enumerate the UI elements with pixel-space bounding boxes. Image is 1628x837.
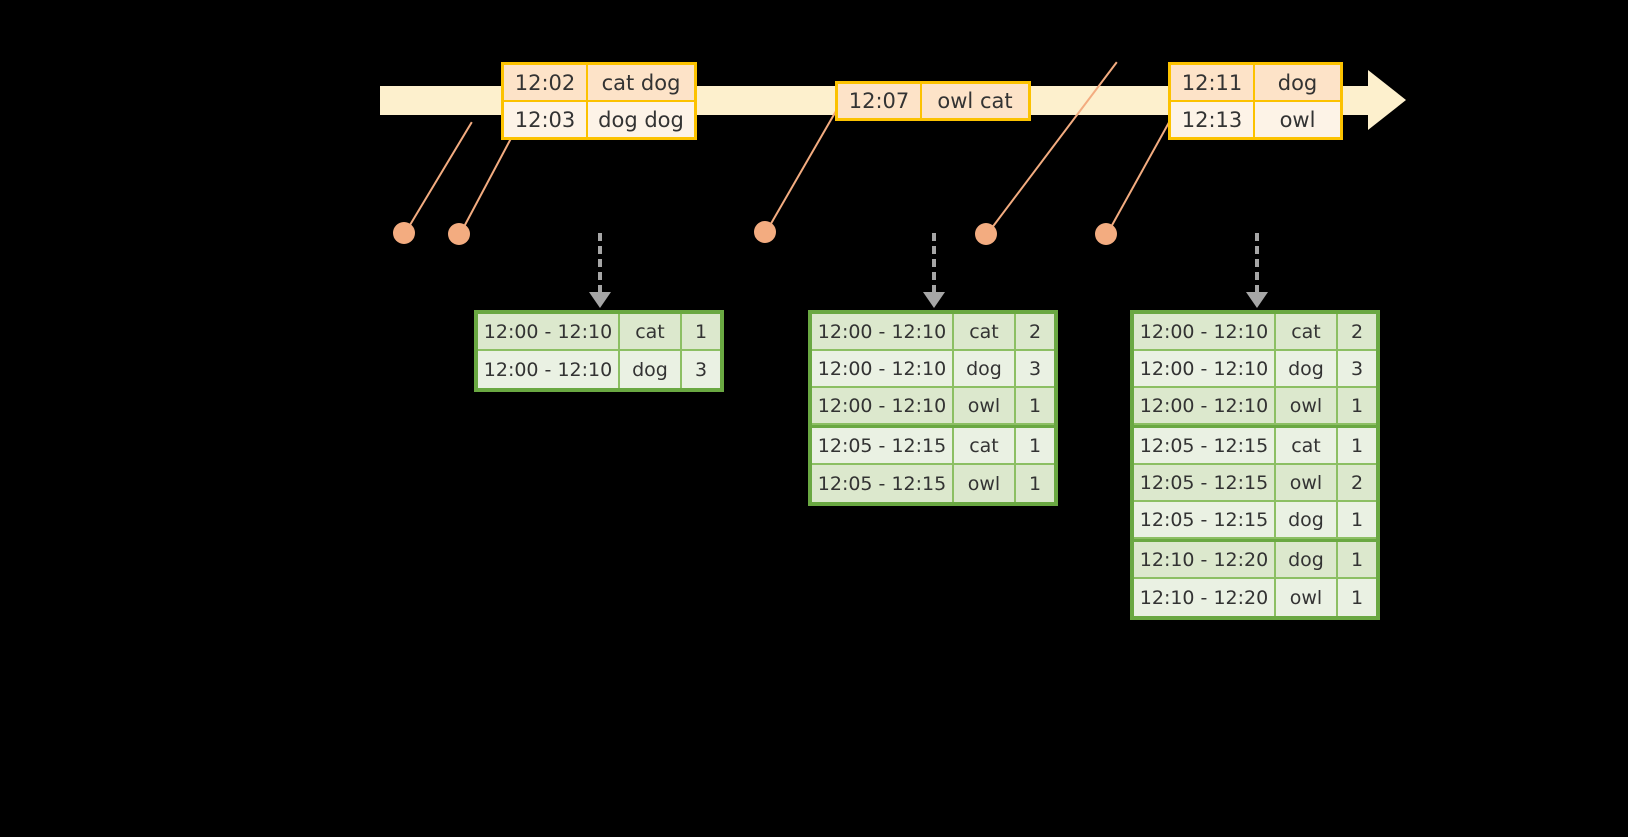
window-cell: 12:00 - 12:10 [1134,388,1276,425]
connector-dot-1 [393,222,415,244]
connector-dot-5 [1095,223,1117,245]
dashed-arrow-3 [1255,233,1259,293]
count-cell: 1 [1016,428,1054,465]
window-cell: 12:00 - 12:10 [478,314,620,351]
event-words: dog [1255,65,1340,100]
result-table-3: 12:00 - 12:10 cat 2 12:00 - 12:10 dog 3 … [1130,310,1380,620]
table-row: 12:05 - 12:15 owl 1 [812,465,1054,502]
event-row: 12:13 owl [1171,100,1340,137]
window-cell: 12:00 - 12:10 [812,351,954,388]
event-words: cat dog [588,65,694,100]
count-cell: 2 [1338,465,1376,502]
count-cell: 1 [1338,579,1376,616]
window-cell: 12:10 - 12:20 [1134,542,1276,579]
event-box-3: 12:11 dog 12:13 owl [1168,62,1343,140]
key-cell: cat [1276,428,1338,465]
window-cell: 12:00 - 12:10 [1134,314,1276,351]
count-cell: 2 [1016,314,1054,351]
table-row: 12:00 - 12:10 cat 2 [1134,314,1376,351]
table-row: 12:05 - 12:15 cat 1 [1134,425,1376,465]
dashed-arrow-head-3 [1246,292,1268,308]
dashed-arrow-head-2 [923,292,945,308]
key-cell: dog [954,351,1016,388]
key-cell: owl [954,465,1016,502]
event-words: dog dog [588,102,694,137]
key-cell: owl [954,388,1016,425]
event-box-2: 12:07 owl cat [835,81,1031,121]
event-row: 12:11 dog [1171,65,1340,100]
timeline-arrowhead-icon [1368,70,1406,130]
window-cell: 12:05 - 12:15 [1134,428,1276,465]
window-cell: 12:00 - 12:10 [812,314,954,351]
event-row: 12:02 cat dog [504,65,694,100]
count-cell: 1 [682,314,720,351]
connector-line-1 [404,121,473,235]
result-table-2: 12:00 - 12:10 cat 2 12:00 - 12:10 dog 3 … [808,310,1058,506]
window-cell: 12:05 - 12:15 [1134,502,1276,539]
count-cell: 3 [682,351,720,388]
event-row: 12:07 owl cat [838,84,1028,118]
key-cell: cat [954,314,1016,351]
table-row: 12:05 - 12:15 owl 2 [1134,465,1376,502]
key-cell: cat [954,428,1016,465]
window-cell: 12:00 - 12:10 [478,351,620,388]
window-cell: 12:10 - 12:20 [1134,579,1276,616]
key-cell: dog [1276,502,1338,539]
dashed-arrow-head-1 [589,292,611,308]
count-cell: 1 [1338,428,1376,465]
count-cell: 1 [1016,465,1054,502]
table-row: 12:00 - 12:10 dog 3 [812,351,1054,388]
table-row: 12:00 - 12:10 dog 3 [1134,351,1376,388]
table-row: 12:10 - 12:20 owl 1 [1134,579,1376,616]
window-cell: 12:00 - 12:10 [1134,351,1276,388]
event-words: owl [1255,102,1340,137]
table-row: 12:00 - 12:10 owl 1 [812,388,1054,425]
count-cell: 1 [1338,502,1376,539]
dashed-arrow-1 [598,233,602,293]
event-row: 12:03 dog dog [504,100,694,137]
count-cell: 1 [1016,388,1054,425]
key-cell: cat [1276,314,1338,351]
window-cell: 12:05 - 12:15 [1134,465,1276,502]
count-cell: 1 [1338,542,1376,579]
connector-dot-4 [975,223,997,245]
table-row: 12:00 - 12:10 cat 2 [812,314,1054,351]
count-cell: 3 [1338,351,1376,388]
count-cell: 2 [1338,314,1376,351]
key-cell: dog [1276,351,1338,388]
event-time: 12:02 [504,65,588,100]
key-cell: dog [1276,542,1338,579]
connector-dot-2 [448,223,470,245]
table-row: 12:00 - 12:10 cat 1 [478,314,720,351]
event-time: 12:03 [504,102,588,137]
connector-dot-3 [754,221,776,243]
key-cell: owl [1276,388,1338,425]
count-cell: 1 [1338,388,1376,425]
window-cell: 12:05 - 12:15 [812,428,954,465]
event-time: 12:13 [1171,102,1255,137]
result-table-1: 12:00 - 12:10 cat 1 12:00 - 12:10 dog 3 [474,310,724,392]
dashed-arrow-2 [932,233,936,293]
key-cell: dog [620,351,682,388]
table-row: 12:10 - 12:20 dog 1 [1134,539,1376,579]
table-row: 12:05 - 12:15 cat 1 [812,425,1054,465]
table-row: 12:00 - 12:10 dog 3 [478,351,720,388]
window-cell: 12:00 - 12:10 [812,388,954,425]
event-box-1: 12:02 cat dog 12:03 dog dog [501,62,697,140]
key-cell: owl [1276,465,1338,502]
window-cell: 12:05 - 12:15 [812,465,954,502]
event-words: owl cat [922,84,1028,118]
event-time: 12:11 [1171,65,1255,100]
key-cell: cat [620,314,682,351]
table-row: 12:00 - 12:10 owl 1 [1134,388,1376,425]
event-time: 12:07 [838,84,922,118]
table-row: 12:05 - 12:15 dog 1 [1134,502,1376,539]
key-cell: owl [1276,579,1338,616]
connector-line-3 [765,103,841,233]
count-cell: 3 [1016,351,1054,388]
